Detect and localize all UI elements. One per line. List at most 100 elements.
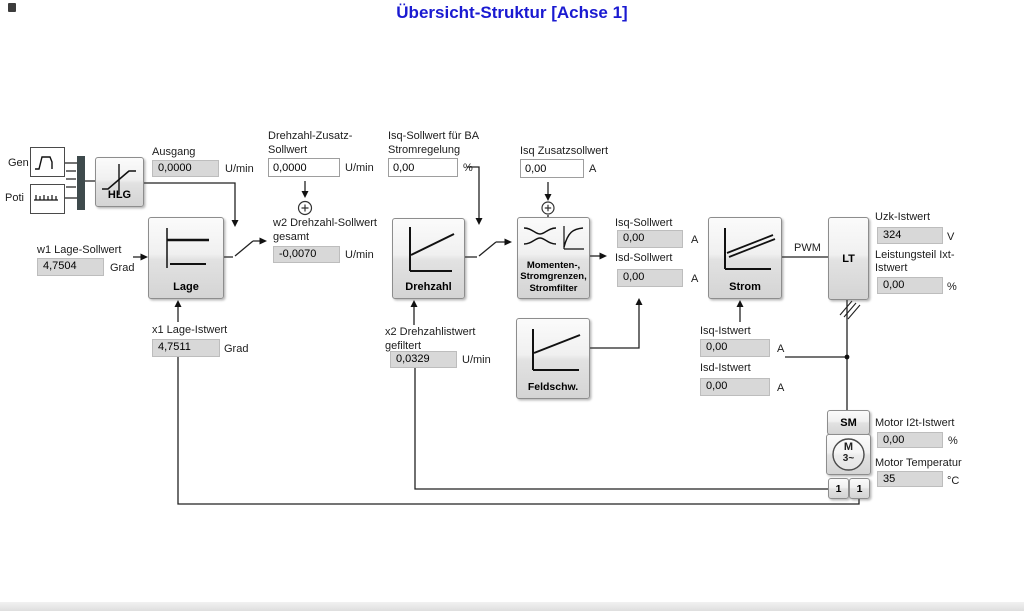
sum-junction-icon	[297, 200, 313, 216]
momenten-label-1: Momenten-,	[526, 259, 581, 271]
motor-block[interactable]: M 3~	[826, 434, 871, 475]
isq-sollwert-label: Isq-Sollwert	[615, 217, 673, 229]
drehzahl-zusatz-label-2: Sollwert	[268, 144, 308, 156]
motor-temperatur-field: 35	[877, 471, 943, 487]
sum-junction-icon	[541, 201, 555, 215]
w2-drehzahl-label-2: gesamt	[273, 231, 310, 243]
isq-zusatz-label: Isq Zusatzsollwert	[520, 145, 609, 157]
isd-sollwert-label: Isd-Sollwert	[615, 252, 673, 264]
window-bottom-edge	[0, 602, 1024, 611]
w2-drehzahl-field: -0,0070	[273, 246, 340, 263]
x1-lage-istwert-label: x1 Lage-Istwert	[152, 324, 230, 337]
hlg-block-label: HLG	[107, 189, 132, 201]
gen-waveform-icon	[35, 156, 53, 170]
feldschwaechung-block[interactable]: Feldschw.	[516, 318, 590, 399]
uzk-istwert-field: 324	[877, 227, 943, 244]
leistungsteil-ixt-field: 0,00	[877, 277, 943, 294]
strom-block-label: Strom	[729, 281, 761, 293]
x2-drehzahl-label-1: x2 Drehzahlistwert	[385, 326, 478, 339]
isd-istwert-label: Isd-Istwert	[700, 362, 751, 374]
momenten-label-2: Stromgrenzen,	[520, 271, 587, 282]
encoder-button-1[interactable]: 1	[828, 478, 849, 499]
isq-ba-label-1: Isq-Sollwert für BA	[388, 130, 480, 142]
x1-lage-istwert-unit: Grad	[224, 343, 249, 355]
encoder-button-2[interactable]: 1	[849, 478, 870, 499]
pwm-label: PWM	[794, 242, 821, 254]
hlg-output-line	[142, 182, 236, 220]
torque-limiter-icon	[523, 226, 584, 250]
isq-zusatz-unit: A	[589, 163, 597, 175]
isq-istwert-field: 0,00	[700, 339, 770, 357]
drehzahl-zusatz-label-1: Drehzahl-Zusatz-	[268, 130, 353, 142]
current-controller-icon	[724, 228, 776, 270]
motor-letter: M	[843, 441, 854, 453]
poti-label: Poti	[5, 192, 24, 204]
w1-lage-sollwert-unit: Grad	[110, 262, 135, 274]
isd-istwert-field: 0,00	[700, 378, 770, 396]
isq-istwert-unit: A	[777, 343, 785, 355]
uzk-istwert-label: Uzk-Istwert	[875, 211, 930, 223]
lage-block[interactable]: Lage	[148, 217, 224, 299]
x1-lage-istwert-field: 4,7511	[152, 339, 220, 357]
isq-sollwert-unit: A	[691, 234, 699, 246]
isq-istwert-label: Isq-Istwert	[700, 325, 751, 337]
motor-phases: 3~	[842, 453, 855, 464]
drehzahl-block-label: Drehzahl	[405, 281, 452, 293]
momenten-label-3: Stromfilter	[529, 282, 578, 294]
isq-ba-input[interactable]	[388, 158, 458, 177]
page-title: Übersicht-Struktur [Achse 1]	[396, 3, 628, 22]
uzk-istwert-unit: V	[947, 231, 955, 243]
sm-sensor-module-block[interactable]: SM	[827, 410, 870, 435]
position-controller-icon	[166, 228, 209, 268]
w2-drehzahl-unit: U/min	[345, 249, 374, 261]
ausgang-unit: U/min	[225, 163, 254, 175]
lage-switch-line	[222, 240, 260, 258]
x2-drehzahl-field: 0,0329	[390, 351, 457, 368]
x2-drehzahl-unit: U/min	[462, 354, 491, 366]
ramp-generator-icon	[102, 164, 136, 195]
junction-dot	[844, 354, 850, 360]
leistungsteil-label-1: Leistungsteil Ixt-	[875, 249, 955, 261]
motor-temperatur-label: Motor Temperatur	[875, 457, 962, 469]
x2-drehzahl-label-2: gefiltert	[385, 340, 424, 353]
w1-lage-sollwert-field: 4,7504	[37, 258, 104, 276]
sm-block-label: SM	[840, 416, 857, 429]
ausgang-field: 0,0000	[152, 160, 219, 177]
poti-scale-icon	[34, 195, 58, 201]
lage-block-label: Lage	[173, 281, 199, 293]
isq-zusatz-input[interactable]	[520, 159, 584, 178]
drehzahl-zusatz-input[interactable]	[268, 158, 340, 177]
isd-istwert-unit: A	[777, 382, 785, 394]
motor-temperatur-unit: °C	[947, 475, 960, 487]
ausgang-label: Ausgang	[152, 146, 196, 158]
hlg-block[interactable]: HLG	[95, 157, 144, 207]
drehzahl-switch-line	[463, 241, 505, 258]
field-weakening-icon	[532, 329, 581, 371]
momenten-stromgrenzen-block[interactable]: Momenten-, Stromgrenzen, Stromfilter	[517, 217, 590, 299]
drehzahl-block[interactable]: Drehzahl	[392, 218, 465, 299]
isq-ba-label-2: Stromregelung	[388, 144, 461, 156]
source-selector-bar	[77, 156, 85, 210]
w2-drehzahl-label-1: w2 Drehzahl-Sollwert	[273, 217, 377, 229]
poti-source-button[interactable]	[30, 184, 65, 214]
isd-sollwert-unit: A	[691, 273, 699, 285]
three-phase-slash-icon	[839, 300, 861, 320]
gen-label: Gen	[8, 157, 29, 169]
encoder-2-label: 1	[856, 482, 863, 495]
leistungsteil-ixt-unit: %	[947, 281, 957, 293]
w1-lage-sollwert-label: w1 Lage-Sollwert	[37, 244, 122, 256]
corner-artifact	[8, 3, 16, 12]
gen-source-button[interactable]	[30, 147, 65, 177]
motor-i2t-field: 0,00	[877, 432, 943, 448]
speed-controller-icon	[409, 227, 455, 272]
lt-block-label: LT	[842, 252, 855, 265]
leistungsteil-label-2: Istwert	[875, 262, 908, 274]
motor-i2t-label: Motor I2t-Istwert	[875, 417, 955, 429]
lt-power-unit-block[interactable]: LT	[828, 217, 869, 300]
drehzahl-zusatz-unit: U/min	[345, 162, 374, 174]
strom-block[interactable]: Strom	[708, 217, 782, 299]
isd-sollwert-field: 0,00	[617, 269, 683, 287]
isq-ba-unit: %	[463, 162, 473, 174]
